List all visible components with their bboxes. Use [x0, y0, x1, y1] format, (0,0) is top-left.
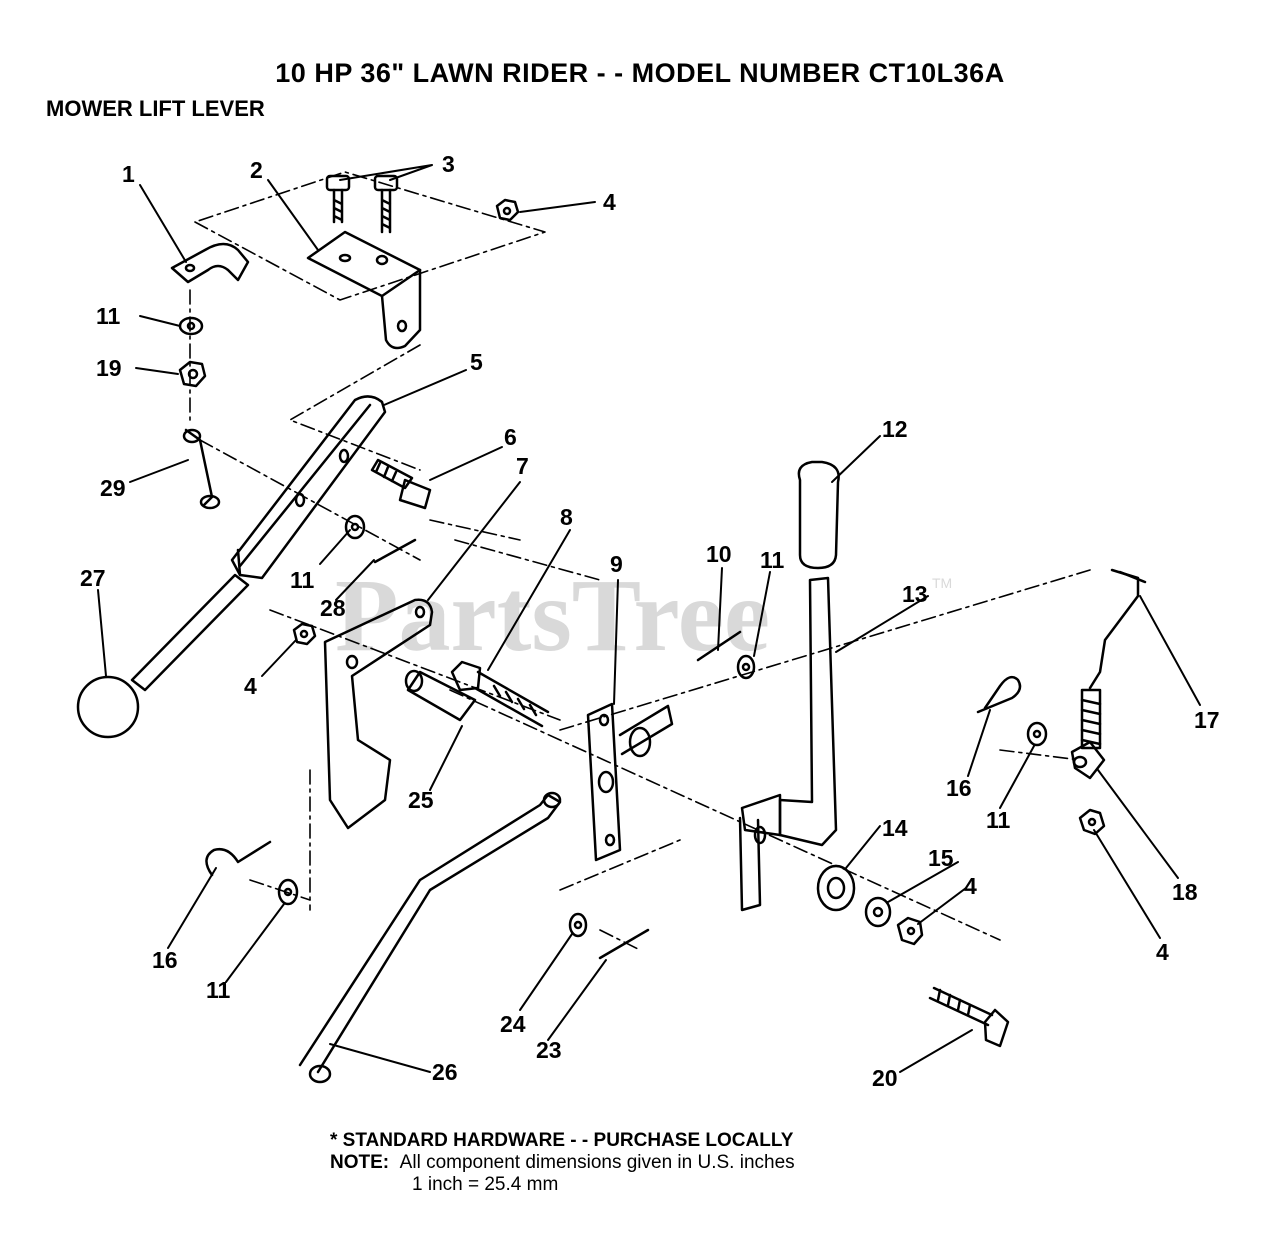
callout-4: 4 [1156, 939, 1169, 965]
callout-26: 26 [432, 1059, 458, 1085]
callout-11: 11 [96, 303, 121, 329]
part-8-bolt [450, 660, 550, 728]
callout-23: 23 [536, 1037, 562, 1063]
callout-4: 4 [244, 673, 257, 699]
note-label: NOTE: [330, 1152, 390, 1173]
part-20-bolt [928, 986, 1010, 1048]
callout-15: 15 [928, 845, 954, 871]
callout-17: 17 [1194, 707, 1220, 733]
footer-notes: * STANDARD HARDWARE - - PURCHASE LOCALLY… [330, 1130, 795, 1196]
callout-18: 18 [1172, 879, 1198, 905]
callout-13: 13 [902, 581, 928, 607]
part-16-hairpin [205, 675, 1022, 877]
callout-16: 16 [152, 947, 178, 973]
callout-5: 5 [470, 349, 483, 375]
assembly-lines [189, 171, 1091, 951]
callout-25: 25 [408, 787, 434, 813]
callout-11: 11 [290, 567, 315, 593]
part-18-trunnion [1070, 740, 1106, 780]
part-1-clip [170, 242, 250, 284]
note-text: All component dimensions given in U.S. i… [399, 1152, 795, 1173]
callout-7: 7 [516, 453, 529, 479]
callout-3: 3 [442, 151, 455, 177]
part-25-spacer [404, 669, 477, 722]
conversion-note: 1 inch = 25.4 mm [412, 1174, 559, 1195]
standard-hardware-note: * STANDARD HARDWARE - - PURCHASE LOCALLY [330, 1130, 794, 1151]
callout-4: 4 [964, 873, 977, 899]
part-5-lift-plate [230, 395, 387, 580]
part-6-bolt [370, 458, 432, 510]
part-12-grip [797, 460, 840, 570]
callout-28: 28 [320, 595, 346, 621]
callout-24: 24 [500, 1011, 526, 1037]
part-13-lift-handle [738, 576, 838, 912]
callout-27: 27 [80, 565, 106, 591]
diagram-title: 10 HP 36" LAWN RIDER - - MODEL NUMBER CT… [275, 58, 1005, 88]
part-3-bolts [325, 174, 399, 234]
part-28-cotter-pin [373, 538, 417, 564]
watermark-trademark: TM [932, 575, 952, 591]
callout-29: 29 [100, 475, 126, 501]
callout-14: 14 [882, 815, 908, 841]
callout-1: 1 [122, 161, 135, 187]
part-9-mount-plate [586, 702, 674, 862]
callout-11: 11 [986, 807, 1011, 833]
callout-8: 8 [560, 504, 573, 530]
callout-12: 12 [882, 416, 908, 442]
part-26-lift-rod [298, 791, 562, 1084]
callout-20: 20 [872, 1065, 898, 1091]
callout-11: 11 [760, 547, 785, 573]
callout-6: 6 [504, 424, 517, 450]
callout-11: 11 [206, 977, 231, 1003]
callout-4: 4 [603, 189, 616, 215]
callout-9: 9 [610, 551, 623, 577]
part-17-lift-link [1080, 568, 1147, 750]
callout-10: 10 [706, 541, 732, 567]
callout-19: 19 [96, 355, 122, 381]
watermark-text: PartsTree [335, 558, 770, 673]
callout-2: 2 [250, 157, 263, 183]
diagram-subtitle: MOWER LIFT LEVER [46, 96, 265, 121]
part-7-lift-bracket [323, 598, 434, 830]
nuts-and-washers [178, 198, 1106, 946]
part-27-lift-rod [76, 573, 250, 739]
dimension-note: NOTE: All component dimensions given in … [330, 1152, 795, 1174]
part-23-cotter-pin [598, 928, 650, 960]
part-2-bracket [306, 230, 422, 350]
callout-labels: 1 2 3 4 5 6 7 8 9 10 11 11 19 29 11 28 2… [80, 151, 1220, 1091]
leader-lines [97, 164, 1201, 1073]
part-29-link [182, 428, 221, 510]
callout-16: 16 [946, 775, 972, 801]
